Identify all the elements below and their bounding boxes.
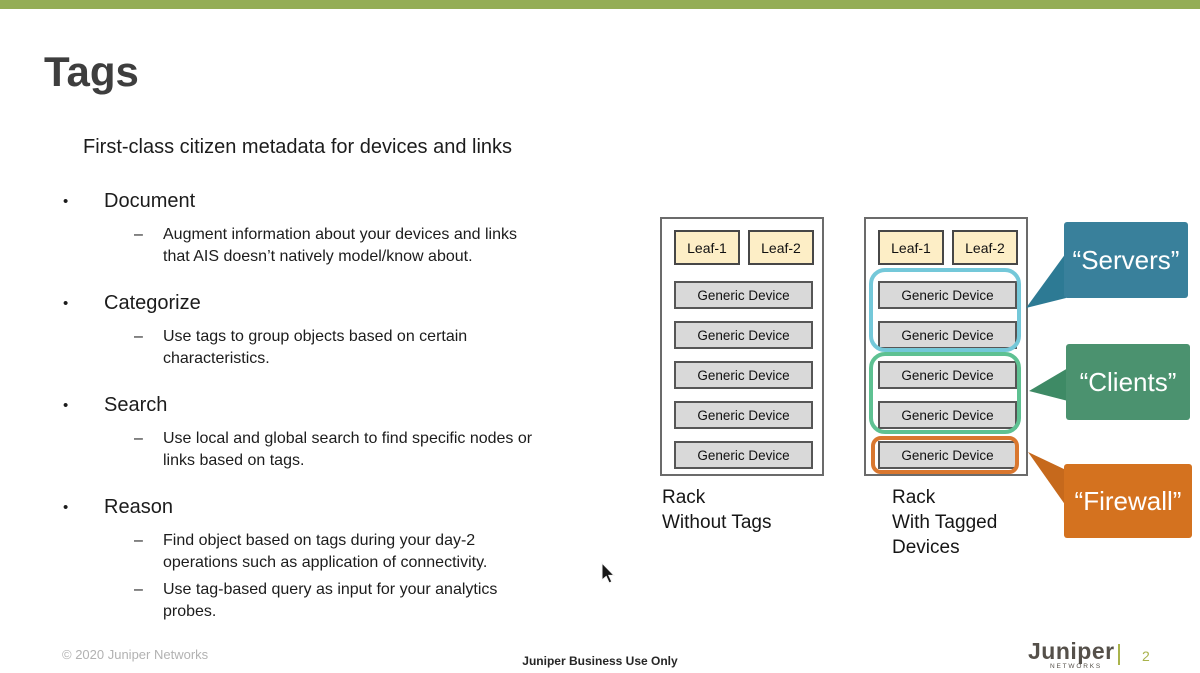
sub-bullet-line: operations such as application of connec… (163, 553, 488, 571)
generic-device: Generic Device (878, 401, 1017, 429)
juniper-logo-networks: NETWORKS (1050, 663, 1102, 670)
bullet-label: Categorize (104, 292, 201, 314)
sub-bullet-line: Find object based on tags during your da… (163, 532, 476, 549)
slide-subtitle: First-class citizen metadata for devices… (83, 136, 513, 158)
dash-marker: – (134, 581, 143, 598)
dash-marker: – (134, 532, 143, 549)
bullet-reason: • Reason – Find object based on tags dur… (63, 494, 628, 622)
sub-bullet: – Augment information about your devices… (63, 224, 628, 267)
generic-device: Generic Device (674, 361, 813, 389)
generic-device: Generic Device (674, 321, 813, 349)
footer-divider (1118, 644, 1120, 665)
dash-marker: – (134, 226, 143, 243)
generic-device: Generic Device (878, 281, 1017, 309)
slide-title: Tags (44, 48, 139, 95)
sub-bullet: – Use tag-based query as input for your … (63, 579, 628, 622)
generic-device: Generic Device (878, 361, 1017, 389)
sub-bullet: – Find object based on tags during your … (63, 530, 628, 573)
leaf-node: Leaf-1 (674, 230, 740, 265)
rack-with-tagged-label: Rack With Tagged Devices (892, 487, 998, 558)
sub-bullet-line: Use local and global search to find spec… (163, 430, 533, 447)
sub-bullet: – Use tags to group objects based on cer… (63, 326, 628, 369)
bullet-list: • Document – Augment information about y… (63, 188, 628, 622)
generic-device: Generic Device (878, 321, 1017, 349)
dash-marker: – (134, 328, 143, 345)
bullet-search: • Search – Use local and global search t… (63, 392, 628, 471)
bullet-label: Reason (104, 496, 173, 518)
bullet-document: • Document – Augment information about y… (63, 188, 628, 267)
juniper-logo-wordmark: Juniper (1028, 638, 1115, 664)
bullet-marker: • (63, 295, 69, 312)
page-number: 2 (1142, 648, 1150, 664)
leaf-node: Leaf-2 (748, 230, 814, 265)
copyright-text: © 2020 Juniper Networks (62, 647, 209, 662)
leaf-node: Leaf-2 (952, 230, 1018, 265)
bullet-label: Search (104, 394, 168, 416)
juniper-logo: Juniper NETWORKS (1028, 640, 1114, 671)
bullet-marker: • (63, 193, 69, 210)
bullet-categorize: • Categorize – Use tags to group objects… (63, 290, 628, 369)
rack-without-tags-label: Rack Without Tags (662, 487, 772, 533)
leaf-node: Leaf-1 (878, 230, 944, 265)
tag-bubble-firewall: “Firewall” (1064, 464, 1192, 538)
top-accent-bar (0, 0, 1200, 9)
sub-bullet-line: Use tags to group objects based on certa… (163, 328, 468, 345)
tag-bubble-clients: “Clients” (1066, 344, 1190, 420)
classification-text: Juniper Business Use Only (522, 654, 678, 668)
sub-bullet-line: characteristics. (163, 349, 270, 367)
bullet-label: Document (104, 190, 196, 212)
rack-with-tagged-devices: Leaf-1 Leaf-2 Generic Device Generic Dev… (864, 217, 1028, 476)
bullet-marker: • (63, 499, 69, 516)
generic-device: Generic Device (674, 281, 813, 309)
generic-device: Generic Device (878, 441, 1017, 469)
rack-without-tags: Leaf-1 Leaf-2 Generic Device Generic Dev… (660, 217, 824, 476)
sub-bullet-line: probes. (163, 602, 217, 620)
generic-device: Generic Device (674, 401, 813, 429)
sub-bullet-line: Augment information about your devices a… (163, 226, 517, 243)
bullet-marker: • (63, 397, 69, 414)
sub-bullet-line: that AIS doesn’t natively model/know abo… (163, 247, 473, 265)
dash-marker: – (134, 430, 143, 447)
tag-bubble-servers: “Servers” (1064, 222, 1188, 298)
generic-device: Generic Device (674, 441, 813, 469)
sub-bullet-line: links based on tags. (163, 451, 305, 469)
sub-bullet: – Use local and global search to find sp… (63, 428, 628, 471)
sub-bullet-line: Use tag-based query as input for your an… (163, 581, 498, 598)
